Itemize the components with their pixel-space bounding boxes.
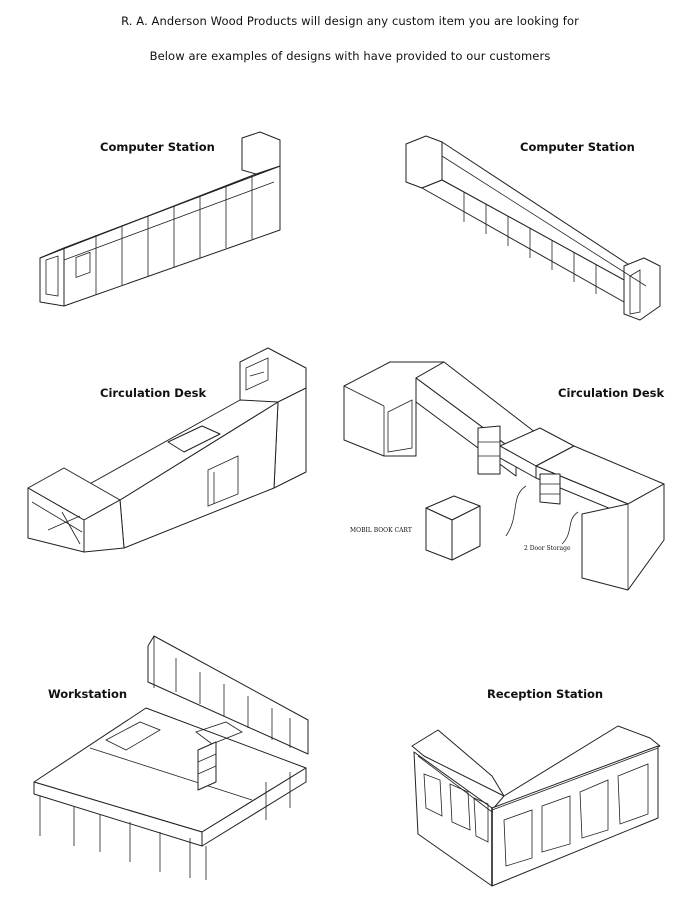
caption-workstation: Workstation	[48, 687, 128, 701]
workstation-drawing-icon	[30, 632, 314, 884]
note-mobil-book-cart: MOBIL BOOK CART	[350, 527, 412, 534]
caption-computer-station-left: Computer Station	[100, 140, 215, 154]
caption-circulation-desk-left: Circulation Desk	[100, 386, 207, 400]
note-2-door-storage: 2 Door Storage	[524, 545, 571, 552]
caption-computer-station-right: Computer Station	[520, 140, 635, 154]
header-line-2: Below are examples of designs with have …	[149, 49, 551, 63]
circulation-desk-drawing-icon	[24, 344, 314, 554]
circulation-desk-drawing-icon	[340, 356, 668, 596]
caption-reception-station: Reception Station	[487, 687, 604, 701]
caption-circulation-desk-right: Circulation Desk	[558, 386, 665, 400]
reception-station-drawing-icon	[408, 716, 664, 896]
computer-station-drawing-icon	[36, 130, 286, 310]
header-line-1: R. A. Anderson Wood Products will design…	[121, 14, 579, 28]
computer-station-drawing-icon	[402, 126, 664, 328]
